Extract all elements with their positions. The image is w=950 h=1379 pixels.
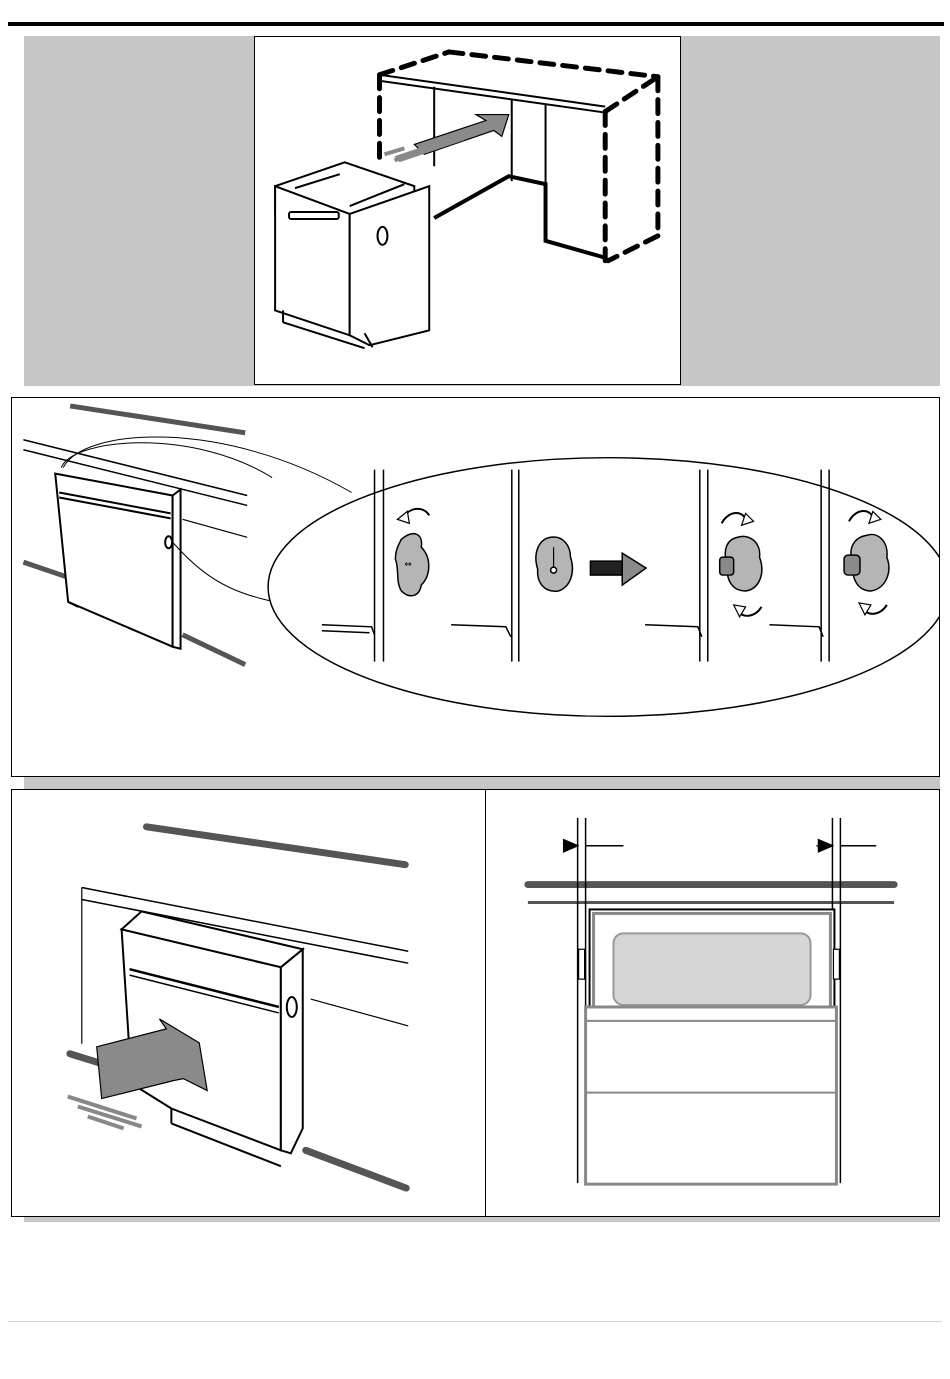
callout-ellipse: [268, 458, 939, 717]
side-fixings-diagram: ⇔: [12, 398, 939, 776]
dishwasher: [275, 162, 429, 348]
insertion-arrow: [384, 115, 508, 163]
step-check-gaps-illustration: [485, 789, 940, 1217]
gap-arrow-left: [564, 840, 624, 852]
step-slide-in-illustration: [254, 36, 681, 385]
worktop: [528, 885, 894, 903]
plinth-recess: [434, 176, 605, 258]
top-rule: [8, 22, 944, 26]
gap-arrow-right: [817, 840, 877, 852]
slide-in-diagram: [255, 37, 680, 384]
dishwasher-front: [586, 909, 837, 1184]
step-push-in-illustration: [11, 789, 486, 1217]
bottom-rule: [8, 1321, 942, 1322]
gray-band-shadow: [24, 776, 940, 790]
push-in-diagram: [12, 790, 485, 1216]
gap-check-diagram: [486, 790, 939, 1216]
svg-text:⇔: ⇔: [404, 560, 412, 570]
dishwasher: [55, 474, 180, 649]
step-side-fixings-illustration: ⇔: [11, 397, 940, 777]
